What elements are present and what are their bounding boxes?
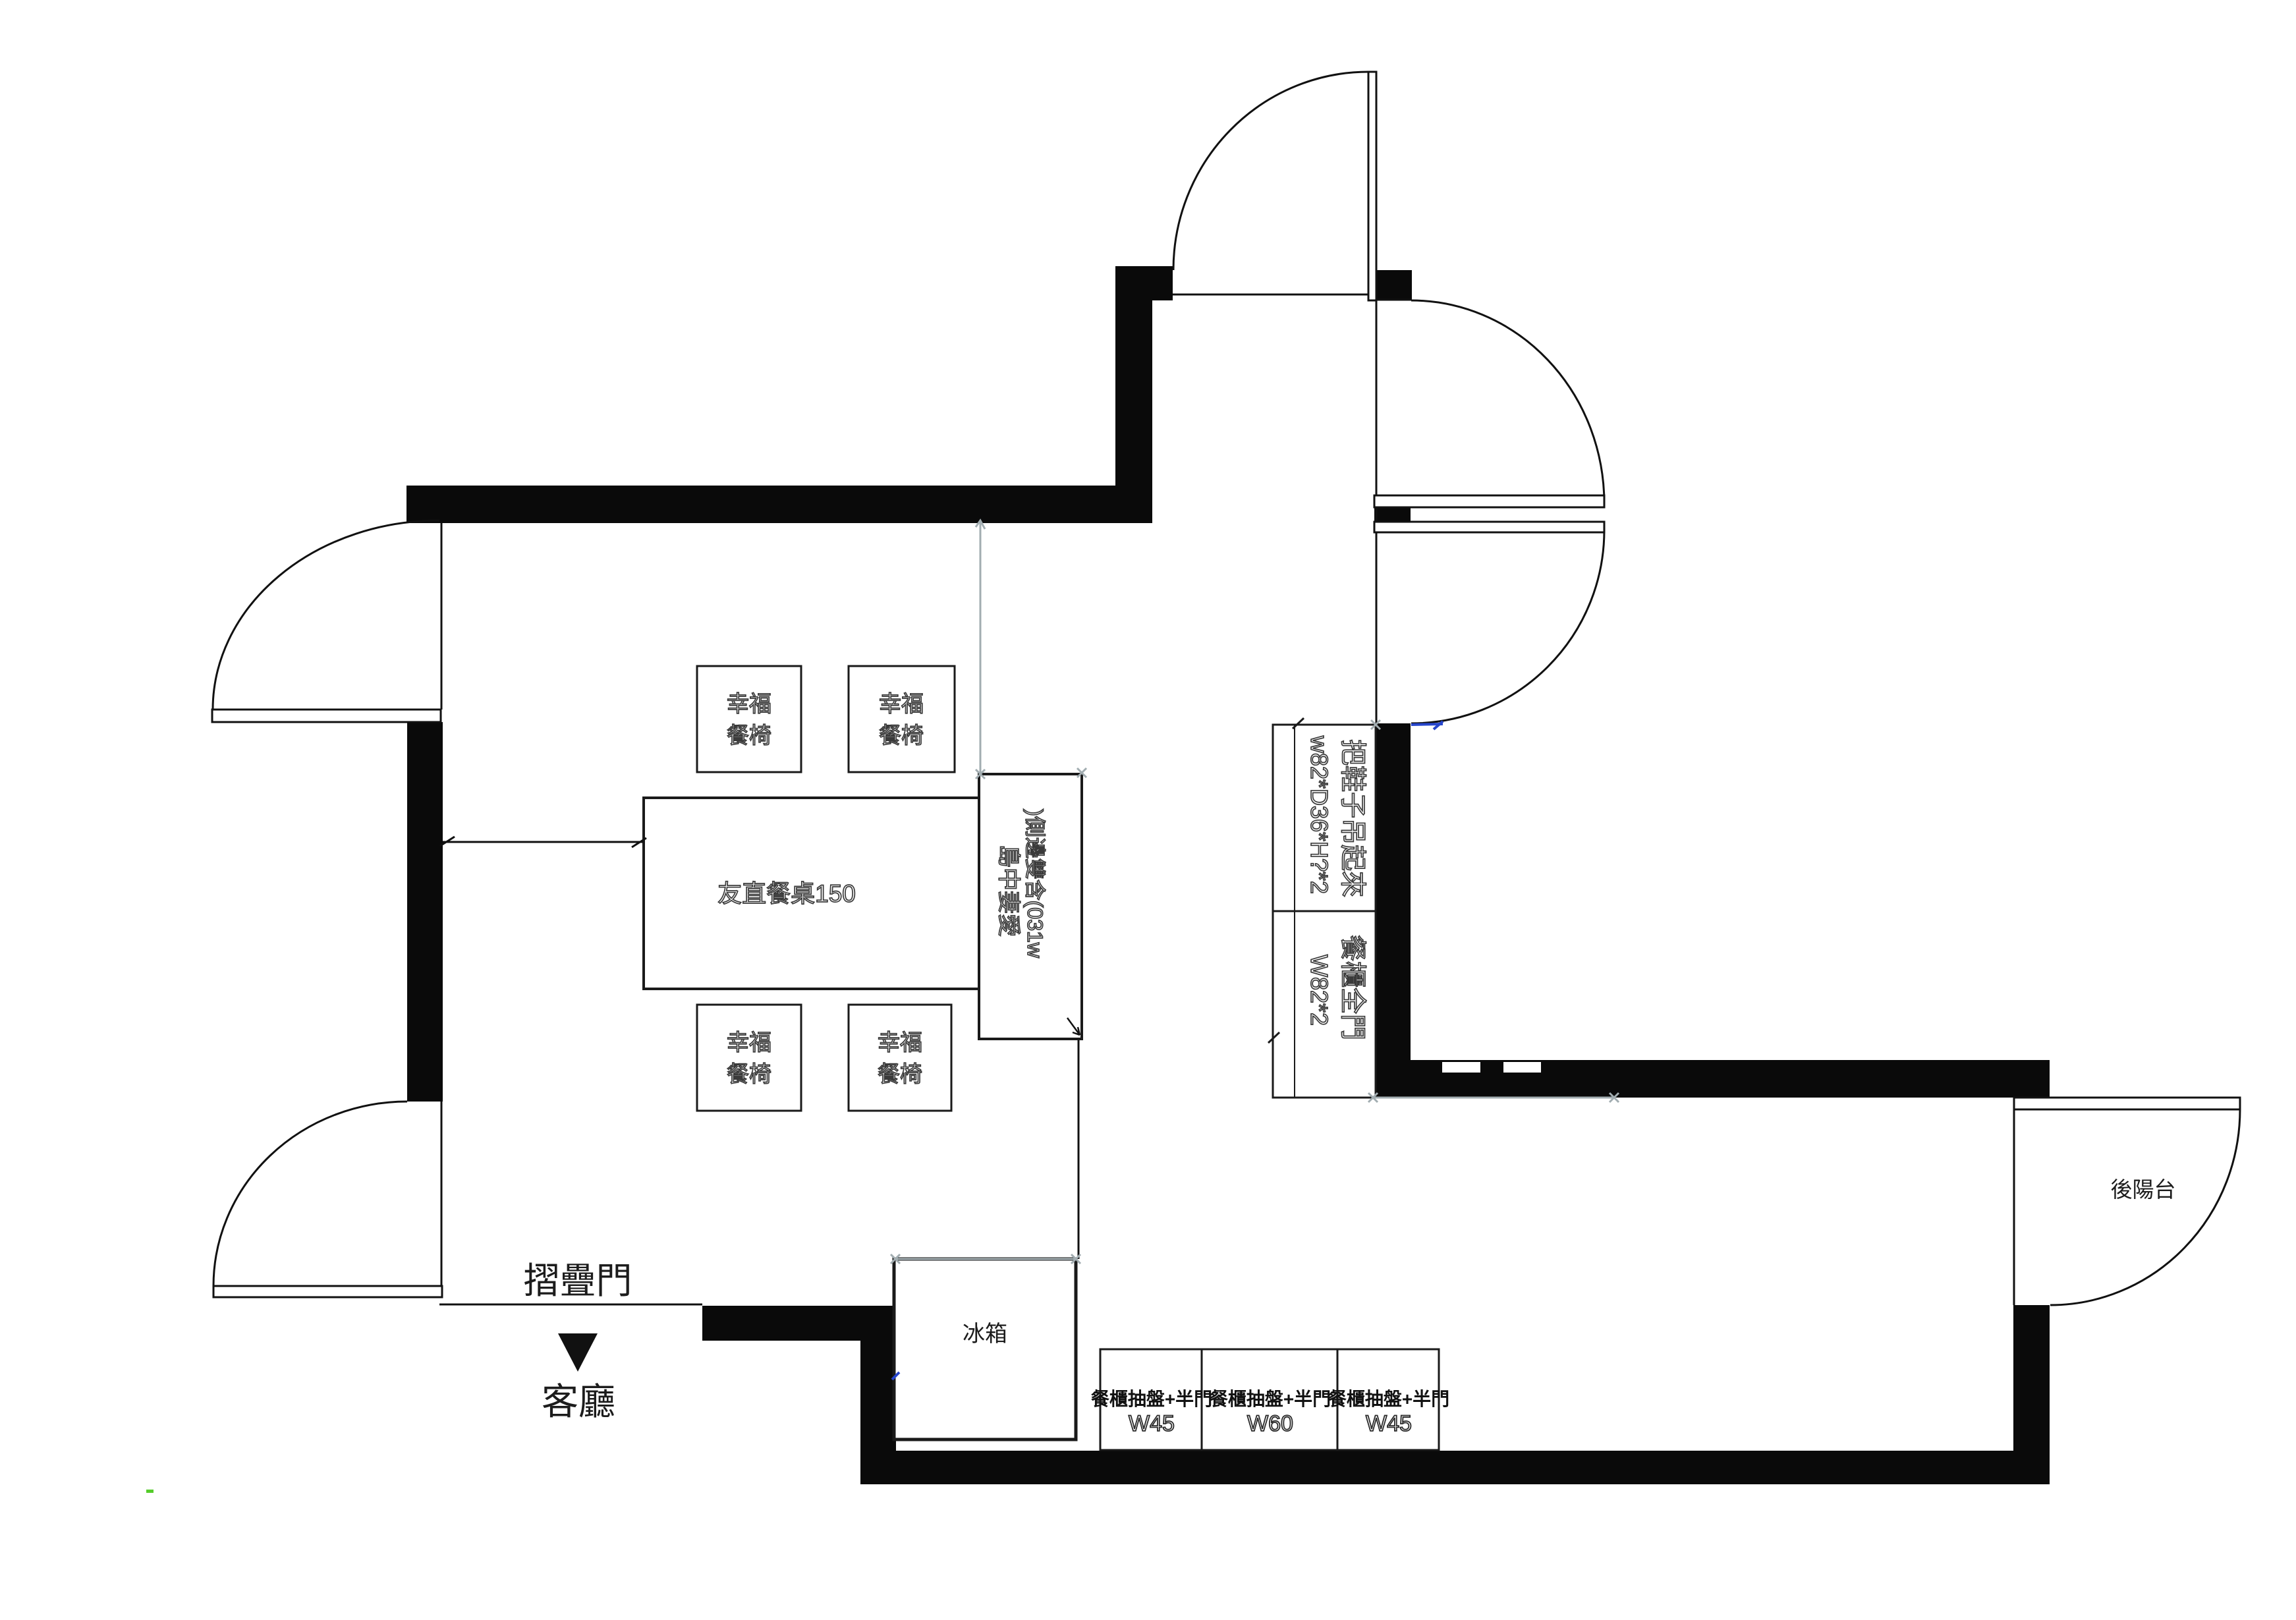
svg-text:客廳: 客廳 xyxy=(542,1381,615,1422)
svg-text:W45: W45 xyxy=(1129,1411,1175,1436)
svg-text:餐櫃全門: 餐櫃全門 xyxy=(1338,935,1367,1040)
svg-text:幸福: 幸福 xyxy=(878,1030,922,1055)
svg-text:w82*D36*H?*2: w82*D36*H?*2 xyxy=(1306,735,1333,894)
svg-text:餐櫃抽盤+半門: 餐櫃抽盤+半門 xyxy=(1328,1389,1449,1409)
svg-text:餐椅: 餐椅 xyxy=(727,723,771,748)
svg-text:冰箱: 冰箱 xyxy=(963,1322,1007,1347)
svg-text:W60: W60 xyxy=(1247,1411,1293,1436)
svg-text:餐椅: 餐椅 xyxy=(727,1062,771,1087)
svg-text:幸福: 幸福 xyxy=(879,692,924,717)
svg-text:餐椅: 餐椅 xyxy=(879,723,924,748)
svg-text:島中妻愛: 島中妻愛 xyxy=(995,845,1021,937)
svg-text:餐櫃抽盤+半門: 餐櫃抽盤+半門 xyxy=(1091,1389,1212,1409)
svg-text:幸福: 幸福 xyxy=(727,692,771,717)
svg-text:W45: W45 xyxy=(1366,1411,1412,1436)
svg-text:)側邊雙含(031w: )側邊雙含(031w xyxy=(1023,809,1047,959)
svg-text:把鞋子吊起來: 把鞋子吊起來 xyxy=(1338,739,1367,897)
svg-text:餐椅: 餐椅 xyxy=(878,1062,922,1087)
svg-text:餐櫃抽盤+半門: 餐櫃抽盤+半門 xyxy=(1210,1389,1331,1409)
svg-text:後陽台: 後陽台 xyxy=(2111,1177,2176,1202)
svg-text:幸福: 幸福 xyxy=(727,1030,771,1055)
svg-text:摺疊門: 摺疊門 xyxy=(523,1260,632,1301)
svg-text:W82*2: W82*2 xyxy=(1306,955,1333,1026)
svg-text:友直餐桌150: 友直餐桌150 xyxy=(717,880,856,907)
